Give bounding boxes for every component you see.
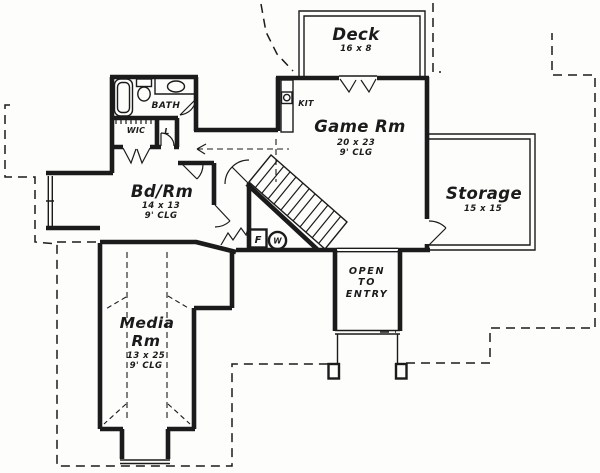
roof-valley-top-center [260,3,294,72]
toilet-bowl-icon [137,86,151,102]
roof-line-deck-right [432,3,441,73]
media-room-ceiling: 9' CLG [130,361,163,371]
kitchenette-counter [280,79,294,133]
bath-sink-icon [166,80,186,93]
media-ceiling-dashed [103,252,191,425]
open-to-entry-line2: TO [358,277,376,288]
stair-treads [254,160,342,244]
bath-fixtures [113,78,196,124]
vanity-counter [154,79,196,95]
column-right [394,362,408,380]
bathtub-icon [113,78,134,117]
entry-columns [327,362,408,380]
storage-wall-inner [429,138,531,246]
thin-walls [46,10,536,465]
roof-outline-dashed [4,3,596,467]
media-room-dims: 13 x 25 [127,351,165,361]
furnace-box-icon [248,228,268,249]
game-room-label: Game Rm [314,117,406,136]
bathtub-inner-icon [116,81,131,114]
roof-outline-right [406,33,596,364]
open-to-entry-line3: ENTRY [346,289,389,300]
entry-railing [337,247,398,253]
linen-label: L [164,127,169,136]
game-room-dims: 20 x 23 [337,138,375,148]
utility-closet [248,228,288,251]
bedroom-hall-door [214,204,231,228]
ceiling-tick-ne [167,295,191,310]
column-left [327,362,341,380]
media-room-label-line1: Media [120,314,175,332]
porch-edges [336,334,399,364]
media-window [120,459,170,465]
staircase [248,153,348,251]
linen-door [160,132,175,147]
open-to-entry-line1: OPEN [349,266,385,277]
wic-label: WIC [127,126,146,135]
ceiling-tick-nw [103,296,127,311]
deck-wall-outer [298,10,426,76]
bedroom-ceiling: 9' CLG [145,211,178,221]
bedroom-bay-window [46,176,54,226]
ceiling-arrowhead [196,143,207,155]
washer-label: W [273,237,282,246]
game-room-ceiling: 9' CLG [340,148,373,158]
storage-door [428,220,447,246]
kit-counter-icon [280,79,294,133]
entry-sill [335,329,400,335]
storage-wall-outer [429,133,536,251]
bedroom-dims: 14 x 13 [142,201,180,211]
room-labels: Deck 16 x 8 Game Rm 20 x 23 9' CLG Stora… [120,25,522,371]
stair-hall-door [224,159,250,185]
kit-sink-box-icon [280,91,293,105]
storage-dims: 15 x 15 [464,204,502,214]
deck-french-doors [339,78,377,94]
deck-dims: 16 x 8 [340,44,372,54]
bedroom-label: Bd/Rm [131,182,193,201]
deck-label: Deck [332,25,380,44]
deck-wall-inner [303,15,421,76]
utility-bifold-doors [220,225,250,246]
bedroom-entry-door [181,163,204,180]
bath-label: BATH [151,101,180,111]
walls-thick [46,74,430,459]
kit-sink-icon [282,93,291,102]
closet-rod-ticks [115,119,152,124]
wic-double-doors [122,147,151,165]
furnace-label: F [255,235,262,246]
washer-circle-icon [267,230,288,251]
ceiling-tick-se [167,403,191,425]
media-room-label-line2: Rm [132,332,161,350]
ceiling-tick-sw [103,403,127,425]
storage-label: Storage [446,184,522,203]
doors [122,78,447,246]
roof-outline-left-bottom [4,104,329,467]
kit-label: KIT [298,99,314,108]
bath-door [179,98,197,116]
